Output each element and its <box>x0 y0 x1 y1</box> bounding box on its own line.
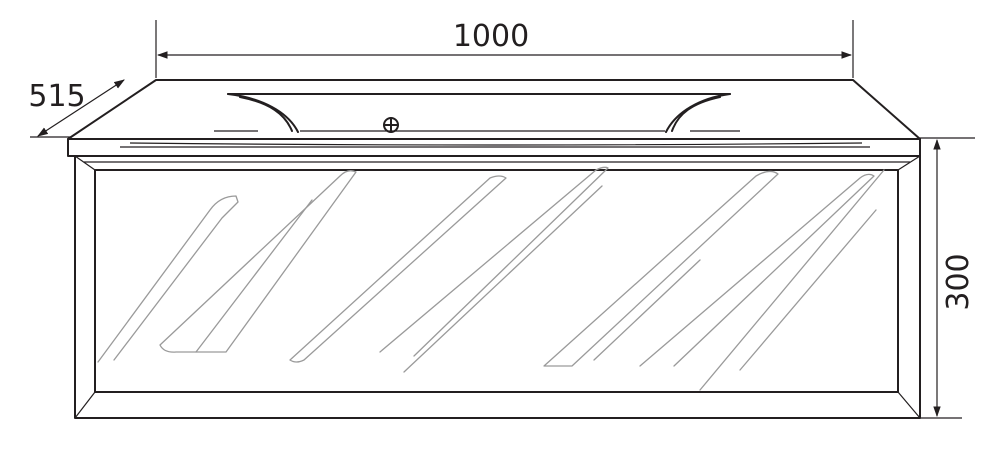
glass-reflections <box>97 166 885 391</box>
frame-corner-br <box>897 391 921 419</box>
depth-dimension: 515 <box>28 79 125 138</box>
basin-left-curve <box>227 93 299 133</box>
basin-front-lip <box>129 142 863 146</box>
frame-corner-tl <box>74 155 96 171</box>
basin <box>214 93 740 133</box>
depth-label: 515 <box>28 79 85 114</box>
width-label: 1000 <box>453 19 529 54</box>
drain-icon <box>383 117 399 133</box>
depth-dimension-line <box>37 79 125 137</box>
basin-left-curve-inner <box>239 96 293 132</box>
height-label: 300 <box>941 253 976 310</box>
basin-right-curve <box>665 93 731 133</box>
basin-right-curve-inner <box>671 96 721 132</box>
width-dimension: 1000 <box>155 19 854 78</box>
cabinet-frame <box>74 155 921 419</box>
frame-corner-tr <box>897 155 921 171</box>
height-dimension: 300 <box>918 137 976 419</box>
countertop-top-surface <box>67 79 921 140</box>
cabinet <box>74 155 921 419</box>
countertop <box>67 79 921 157</box>
cabinet-door-panel <box>94 169 899 393</box>
frame-corner-bl <box>74 391 96 419</box>
